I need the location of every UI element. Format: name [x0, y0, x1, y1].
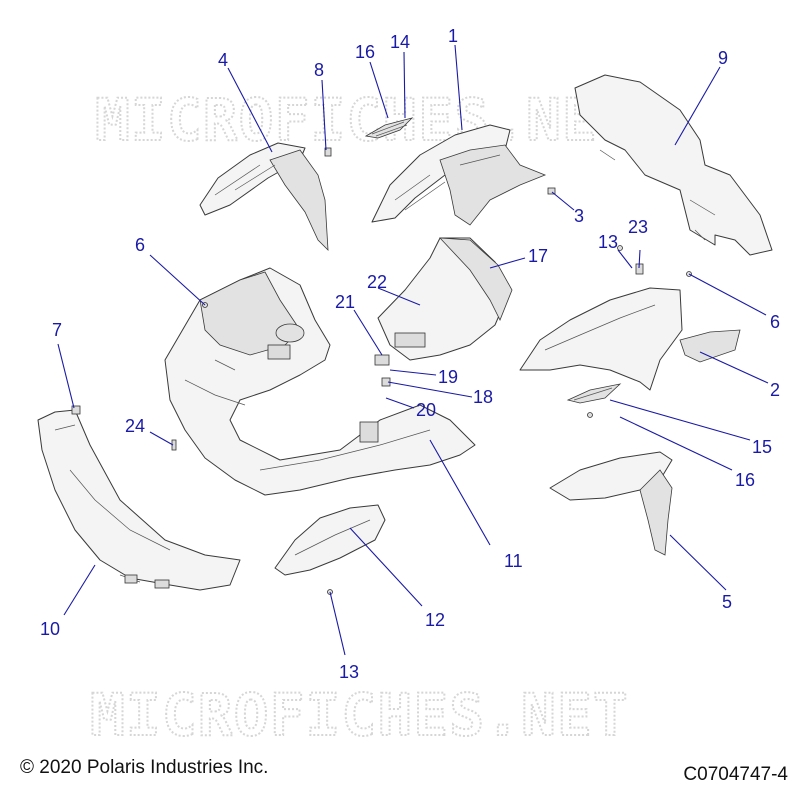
copyright-text: © 2020 Polaris Industries Inc. — [20, 757, 269, 778]
part-10-front-bumper — [37, 409, 241, 591]
callout-24: 24 — [125, 416, 145, 436]
part-12-skid-plate — [274, 504, 386, 576]
callout-4: 4 — [218, 50, 228, 70]
callout-9: 9 — [718, 48, 728, 68]
part-1-dash-panel — [371, 124, 547, 226]
diagram-code: C0704747-4 — [683, 764, 788, 785]
callout-21: 21 — [335, 292, 355, 312]
callout-10: 10 — [40, 619, 60, 639]
callout-16-lower: 16 — [735, 470, 755, 490]
part-4-side-panel — [199, 142, 329, 252]
callout-12: 12 — [425, 610, 445, 630]
callout-17: 17 — [528, 246, 548, 266]
part-2-right-side-panel — [519, 287, 741, 391]
watermark-bottom: MICROFICHES.NET — [90, 681, 629, 749]
callout-6-right: 6 — [770, 312, 780, 332]
part-9-rear-panel — [574, 74, 773, 256]
callout-3: 3 — [574, 206, 584, 226]
callout-23: 23 — [628, 217, 648, 237]
callout-2: 2 — [770, 380, 780, 400]
watermark-top: MICROFICHES.NET — [95, 86, 634, 154]
callout-16-upper: 16 — [355, 42, 375, 62]
leader-lines — [57, 44, 769, 656]
part-5-lower-panel — [549, 451, 673, 556]
callouts: 1 2 3 4 5 6 6 7 8 9 10 11 12 13 13 14 15… — [40, 26, 780, 682]
callout-6-left: 6 — [135, 235, 145, 255]
callout-7: 7 — [52, 320, 62, 340]
part-11-main-tub — [164, 267, 476, 496]
callout-18: 18 — [473, 387, 493, 407]
callout-13-upper: 13 — [598, 232, 618, 252]
callout-15: 15 — [752, 437, 772, 457]
part-15-grille — [566, 383, 622, 404]
callout-8: 8 — [314, 60, 324, 80]
part-14-grille — [364, 117, 414, 139]
callout-22: 22 — [367, 272, 387, 292]
callout-5: 5 — [722, 592, 732, 612]
callout-19: 19 — [438, 367, 458, 387]
part-17-floor-panel — [377, 237, 513, 361]
callout-1: 1 — [448, 26, 458, 46]
callout-20: 20 — [416, 400, 436, 420]
callout-11: 11 — [504, 551, 523, 571]
callout-13-lower: 13 — [339, 662, 359, 682]
callout-14: 14 — [390, 32, 410, 52]
